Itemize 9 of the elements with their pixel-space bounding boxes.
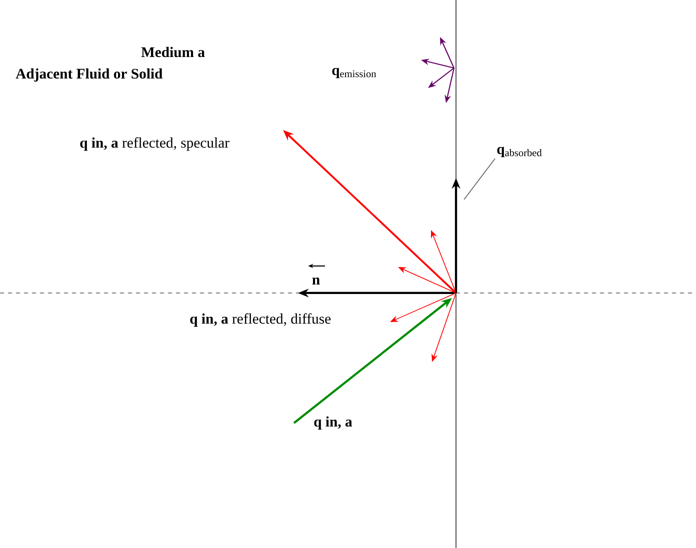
label-text: q in, a reflected, specular	[80, 137, 230, 151]
label-text: q$_{emission}$	[332, 68, 376, 78]
label-text: Adjacent Fluid or Solid	[16, 68, 163, 82]
label-text: q$_{absorbed}$	[497, 146, 542, 158]
label-text: n	[312, 278, 320, 284]
label-text: Medium a	[141, 46, 205, 58]
leader-line	[464, 158, 496, 200]
label-text: q in, a reflected, diffuse	[190, 313, 331, 327]
label-text: q in, a	[314, 416, 352, 430]
